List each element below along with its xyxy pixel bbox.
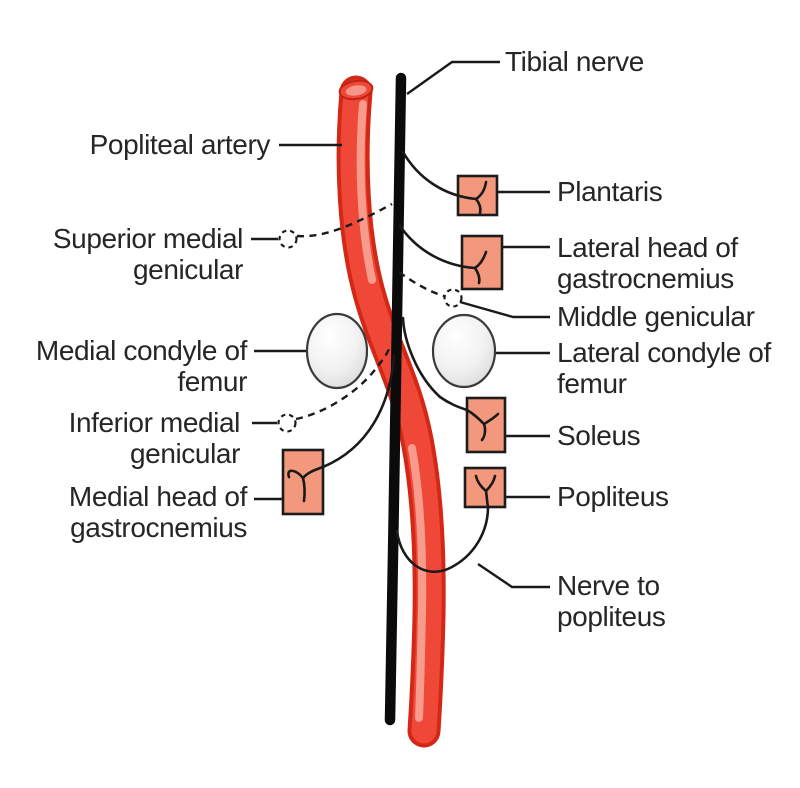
- branch-to-soleus: [401, 316, 500, 442]
- lateral-condyle-oval: [431, 313, 497, 389]
- tibial-nerve-line: [384, 72, 407, 726]
- label-popliteal-artery: Popliteal artery: [89, 129, 271, 160]
- label-soleus: Soleus: [557, 420, 641, 451]
- label-middle-genicular: Middle genicular: [557, 301, 755, 332]
- label-tibial-nerve: Tibial nerve: [505, 46, 644, 77]
- middle-genicular-leader: [459, 300, 550, 319]
- label-inferior-medial-genicular: Inferior medial genicular: [68, 407, 241, 469]
- label-lateral-condyle-femur: Lateral condyle of femur: [557, 337, 771, 399]
- inferior-medial-genicular-dashed-line: [295, 348, 391, 421]
- branch-to-lateral-head-gastrocnemius: [398, 224, 488, 285]
- popliteal-artery-tube: [336, 75, 446, 748]
- superior-medial-genicular-dashed-line: [296, 202, 393, 238]
- artery-highlight-upper: [356, 100, 376, 284]
- medial-condyle-oval: [305, 312, 369, 390]
- branch-to-medial-head-gastrocnemius: [287, 354, 396, 503]
- soleus-muscle-box: [465, 396, 507, 454]
- nerve-to-popliteus-curve: [395, 474, 497, 574]
- label-plantaris: Plantaris: [557, 176, 663, 207]
- inferior-medial-genicular-stub-circle: [277, 413, 297, 433]
- label-popliteus: Popliteus: [557, 481, 669, 512]
- popliteus-muscle-box: [463, 466, 507, 509]
- label-medial-condyle-femur: Medial condyle of femur: [35, 335, 248, 397]
- plantaris-muscle-box: [456, 174, 499, 217]
- label-nerve-to-popliteus: Nerve to popliteus: [557, 570, 666, 632]
- tibial-nerve-leader: [406, 60, 500, 95]
- label-lateral-head-gastrocnemius: Lateral head of gastrocnemius: [557, 232, 738, 294]
- artery-body: [340, 79, 442, 744]
- label-medial-head-gastrocnemius: Medial head of gastrocnemius: [68, 481, 247, 543]
- label-superior-medial-genicular: Superior medial genicular: [52, 223, 244, 285]
- artery-highlight-lower: [408, 444, 427, 722]
- superior-medial-genicular-stub-circle: [278, 229, 298, 249]
- middle-genicular-stub-circle: [443, 288, 463, 308]
- branch-to-plantaris: [401, 150, 488, 215]
- artery-cut-opening: [338, 79, 374, 101]
- nerve-to-popliteus-leader: [477, 563, 550, 589]
- middle-genicular-dashed-line: [398, 271, 445, 298]
